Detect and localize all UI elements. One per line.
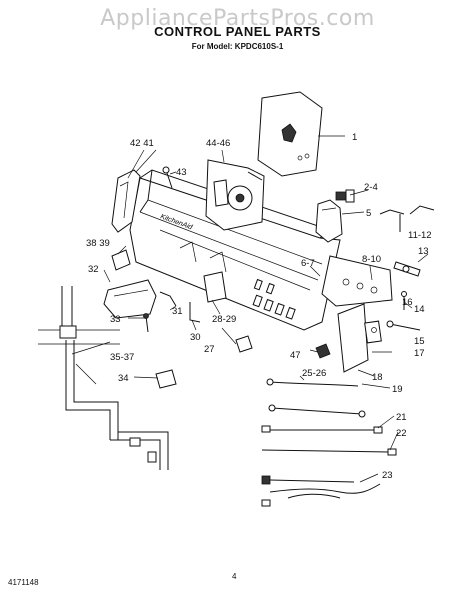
- callout-22: 22: [396, 428, 407, 439]
- callout-34: 34: [118, 373, 129, 384]
- part-knob-5: [315, 199, 343, 243]
- part-switch-2-4: [335, 189, 355, 203]
- part-clip-47: [315, 343, 331, 359]
- part-clip-34: [155, 369, 177, 389]
- part-screw-43: [162, 166, 173, 189]
- part-knob-27: [235, 335, 253, 353]
- part-screw-33: [143, 313, 149, 333]
- part-wire-22: [261, 448, 397, 456]
- callout-labels: 1 2-4 5 6-7 8-10 11-12 13 14 15 16 17 18…: [86, 132, 432, 481]
- callout-16: 16: [402, 297, 413, 308]
- leader-lines: [71, 135, 429, 483]
- callout-32: 32: [88, 264, 99, 275]
- part-wire-11-12: [379, 205, 435, 232]
- part-fuse-13: [393, 261, 421, 277]
- part-latch-32: [103, 279, 157, 319]
- part-left-end-cap: [111, 169, 141, 233]
- part-switch-28-29: [203, 271, 227, 303]
- part-wire-19: [266, 378, 366, 418]
- callout-14: 14: [414, 304, 425, 315]
- part-right-bracket-8-10: [321, 255, 393, 307]
- callout-30: 30: [190, 332, 201, 343]
- callout-28-29: 28-29: [212, 314, 236, 325]
- part-selector-switch: [205, 159, 265, 231]
- callout-6-7: 6-7: [301, 258, 315, 269]
- callout-18: 18: [372, 372, 383, 383]
- callout-33: 33: [110, 314, 121, 325]
- page-number: 4: [232, 572, 237, 581]
- callout-38-39: 38 39: [86, 238, 110, 249]
- callout-8-10: 8-10: [362, 254, 381, 265]
- callout-43: 43: [176, 167, 187, 178]
- part-wire-23: [261, 475, 381, 507]
- callout-35-37: 35-37: [110, 352, 134, 363]
- doc-number: 4171148: [8, 578, 39, 587]
- callout-23: 23: [382, 470, 393, 481]
- diagram-title: CONTROL PANEL PARTS: [154, 24, 321, 39]
- model-line: For Model: KPDC610S-1: [191, 42, 284, 51]
- callout-47: 47: [290, 350, 301, 361]
- callout-21: 21: [396, 412, 407, 423]
- callout-42-41: 42 41: [130, 138, 154, 149]
- part-knob-38-39: [111, 249, 131, 271]
- callout-27: 27: [204, 344, 215, 355]
- callout-17: 17: [414, 348, 425, 359]
- part-insulation-panel: [257, 91, 323, 177]
- part-side-trim-17: [337, 303, 382, 373]
- callout-1: 1: [352, 132, 357, 143]
- callout-25-26: 25-26: [302, 368, 326, 379]
- part-wire-21: [261, 425, 383, 434]
- part-screw-15: [386, 320, 421, 331]
- part-bracket-30: [189, 302, 201, 323]
- callout-15: 15: [414, 336, 425, 347]
- callout-44-46: 44-46: [206, 138, 230, 149]
- watermark: AppliancePartsPros.com: [100, 6, 375, 31]
- callout-13: 13: [418, 246, 429, 257]
- callout-11-12: 11-12: [408, 230, 432, 241]
- part-spring-31: [159, 291, 177, 307]
- part-frame-35-37: [38, 286, 169, 470]
- callout-5: 5: [366, 208, 371, 219]
- callout-19: 19: [392, 384, 403, 395]
- callout-2-4: 2-4: [364, 182, 378, 193]
- callout-31: 31: [172, 306, 183, 317]
